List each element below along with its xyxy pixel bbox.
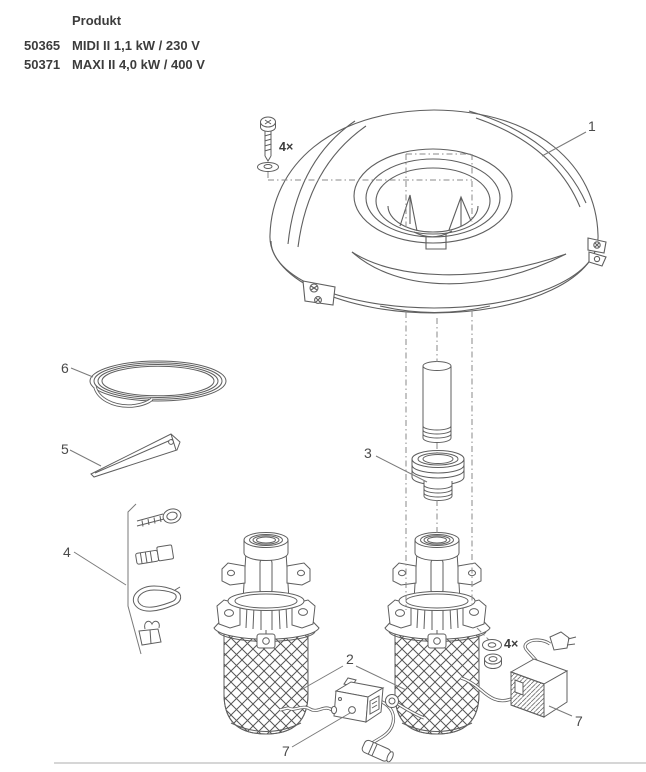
callout-pump: 2 [346,651,354,667]
cover-screw-count-label: 4× [279,140,293,154]
part-float-cover-drawing [269,109,607,314]
callout-fixing-kit: 4 [63,544,71,560]
callout-float-cover: 1 [588,118,596,134]
part-transformer-drawing [460,631,577,718]
product-row: 50365 MIDI II 1,1 kW / 230 V [0,38,646,54]
page-title: Produkt [72,13,122,28]
part-pump-right-drawing [384,532,491,735]
pump-nut-count-label: 4× [504,637,518,651]
part-riser-adapter-drawing [411,361,465,501]
pump-nut-washer-drawing [482,639,502,669]
cover-screw-drawing [257,116,279,172]
part-fixing-kit-drawing [127,503,182,655]
part-pump-left-drawing [213,532,320,735]
callout-riser-adapter: 3 [364,445,372,461]
projection-lines [267,153,490,641]
callout-cord: 6 [61,360,69,376]
part-stake-drawing [90,433,181,478]
callout-leader-lines [69,131,587,748]
part-cord-drawing [89,360,227,408]
pump-cable-connector-drawing [385,694,425,720]
product-code: 50365 [24,38,61,53]
callout-transformer: 7 [575,713,583,729]
product-code: 50371 [24,57,61,72]
product-name: MAXI II 4,0 kW / 400 V [72,57,205,72]
part-control-box-drawing [279,677,396,763]
product-name: MIDI II 1,1 kW / 230 V [72,38,200,53]
product-row: 50371 MAXI II 4,0 kW / 400 V [0,57,646,73]
callout-control-box: 7 [282,743,290,759]
callout-stake: 5 [61,441,69,457]
